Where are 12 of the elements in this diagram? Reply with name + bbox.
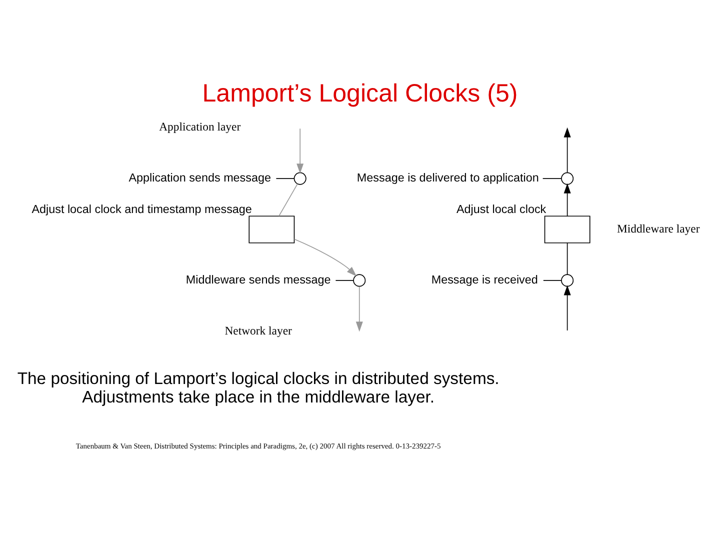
node-text: Middleware sends message: [186, 274, 331, 287]
label: Tanenbaum & Van Steen, Distributed Systems: Principles and Paradigms, 2e, (c) 2007 All rights reserved. 0-13-239227-5: [76, 441, 441, 450]
diagram-title: Lamport’s Logical Clocks (5): [202, 80, 518, 108]
node-label: Adjust local clock and timestamp message: [32, 202, 252, 216]
node-text: Application sends message: [128, 172, 272, 185]
label: Network layer: [224, 324, 292, 338]
label: Middleware layer: [616, 222, 700, 236]
node-label: Adjust local clock: [456, 202, 546, 216]
caption: The positioning of Lamport’s logical clocks in distributed systems. Adjustments take place in the middleware layer.: [17, 368, 500, 406]
label: Application layer: [159, 120, 241, 134]
node-text: Message is received: [431, 274, 538, 287]
node-text: Message is delivered to application: [356, 172, 539, 185]
